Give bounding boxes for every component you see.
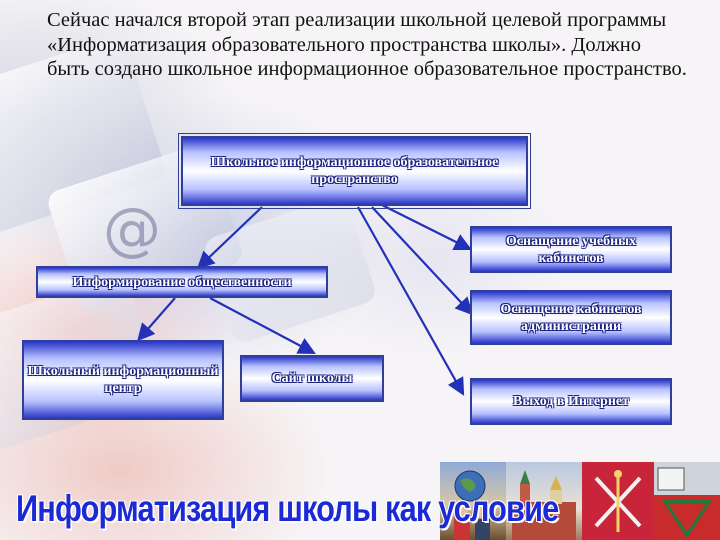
node-school-site-label: Сайт школы bbox=[271, 371, 353, 386]
flag-photo bbox=[654, 462, 720, 540]
node-internet-access-label: Выход в Интернет bbox=[513, 394, 629, 409]
arrow-public-to-center bbox=[137, 297, 176, 342]
node-equipment-classrooms: Оснащение учебных кабинетов bbox=[470, 226, 672, 273]
bottom-title: Информатизация школы как условие bbox=[16, 488, 559, 529]
node-public-informing: Информирование общественности bbox=[36, 266, 328, 298]
node-info-center: Школьный информационный центр bbox=[22, 340, 224, 420]
node-info-center-label: Школьный информационный центр bbox=[27, 364, 219, 396]
at-sign-icon: @ bbox=[103, 195, 161, 263]
arrow-root-to-classrooms bbox=[379, 203, 472, 250]
intro-text: Сейчас начался второй этап реализации шк… bbox=[47, 9, 687, 80]
node-equipment-classrooms-label: Оснащение учебных кабинетов bbox=[505, 233, 637, 266]
globe-children-photo bbox=[440, 462, 506, 540]
emblem-photo bbox=[582, 462, 654, 540]
arrow-root-to-admin bbox=[371, 206, 474, 316]
node-internet-access: Выход в Интернет bbox=[470, 378, 672, 425]
kremlin-photo bbox=[506, 462, 582, 540]
node-school-site: Сайт школы bbox=[240, 355, 384, 402]
arrow-root-to-internet bbox=[357, 206, 465, 396]
node-root: Школьное информационное образовательное … bbox=[178, 133, 531, 209]
node-root-label: Школьное информационное образовательное … bbox=[210, 155, 499, 187]
node-equipment-admin-label: Оснащение кабинетов администрации bbox=[500, 301, 642, 334]
arrow-root-to-public bbox=[196, 206, 263, 270]
node-equipment-admin: Оснащение кабинетов администрации bbox=[470, 290, 672, 345]
node-public-informing-label: Информирование общественности bbox=[72, 274, 292, 290]
arrow-public-to-site bbox=[209, 297, 316, 355]
